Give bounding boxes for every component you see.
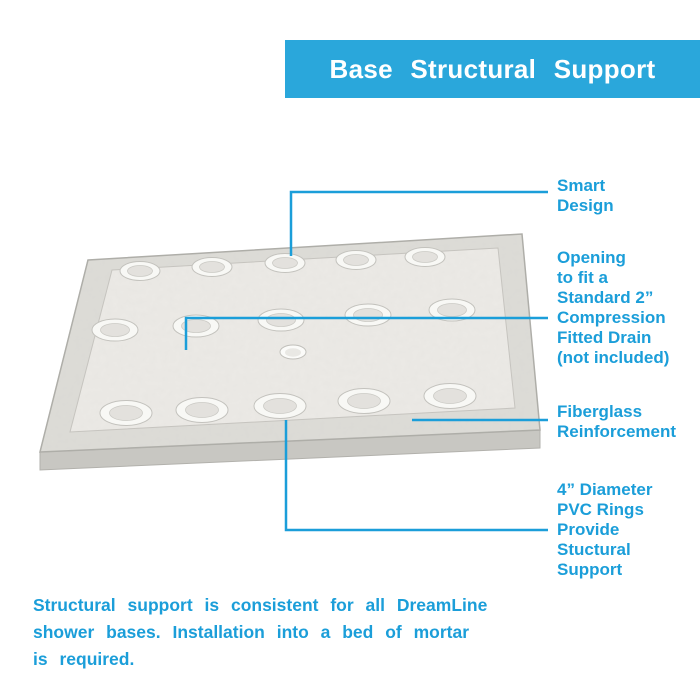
drain-opening bbox=[279, 344, 307, 360]
pvc-ring bbox=[337, 388, 391, 414]
pvc-ring bbox=[404, 247, 446, 267]
pvc-ring bbox=[175, 397, 229, 423]
callout-line-pvc-rings bbox=[284, 420, 548, 532]
page-title: Base Structural Support bbox=[329, 53, 656, 84]
title-banner: Base Structural Support bbox=[285, 40, 700, 98]
pvc-ring bbox=[99, 400, 153, 426]
pvc-ring bbox=[257, 308, 305, 332]
callout-line-drain-opening bbox=[184, 316, 548, 350]
pvc-ring bbox=[119, 261, 161, 281]
pvc-ring bbox=[423, 383, 477, 409]
callout-label-smart-design: Smart Design bbox=[557, 176, 614, 215]
footer-note: Structural support is consistent for all… bbox=[33, 595, 488, 669]
pvc-ring bbox=[264, 253, 306, 273]
pvc-ring bbox=[344, 303, 392, 327]
pvc-ring bbox=[335, 250, 377, 270]
callout-line-smart-design bbox=[289, 190, 548, 256]
callout-label-pvc-rings: 4” Diameter PVC Rings Provide Stuctural … bbox=[557, 480, 653, 579]
callout-label-fiberglass: Fiberglass Reinforcement bbox=[557, 402, 677, 441]
pvc-ring bbox=[253, 393, 307, 419]
pvc-ring bbox=[172, 314, 220, 338]
callout-label-drain-opening: Opening to fit a Standard 2” Compression… bbox=[557, 248, 670, 367]
pvc-ring bbox=[428, 298, 476, 322]
pvc-ring bbox=[191, 257, 233, 277]
pvc-ring bbox=[91, 318, 139, 342]
